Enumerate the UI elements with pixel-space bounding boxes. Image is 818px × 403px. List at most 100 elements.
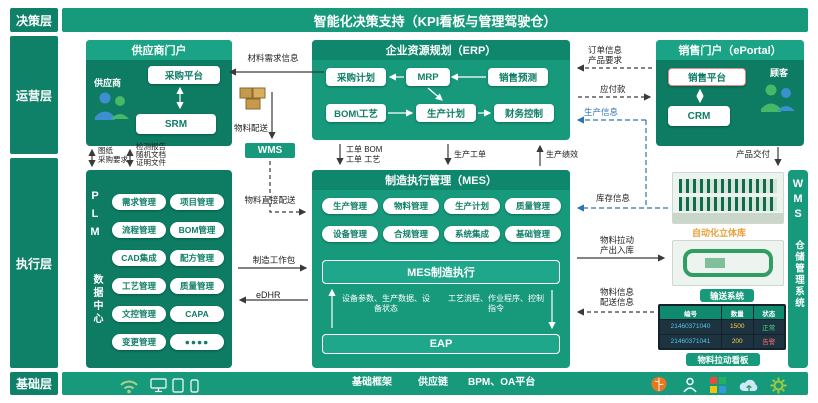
mes-exec-bar: MES制造执行	[322, 260, 560, 284]
foundation-frame: 基础框架	[352, 377, 392, 388]
flow-material-delivery: 物料配送	[234, 123, 269, 133]
plm-item: 流程管理	[112, 222, 166, 238]
supplier-avatars-icon	[92, 90, 132, 125]
layer-decision: 决策层	[10, 8, 58, 32]
mes-module: 系统集成	[444, 226, 500, 242]
erp-sales-forecast: 销售预测	[488, 68, 548, 86]
flow-workorder-craft: 工单 工艺	[346, 155, 381, 164]
mes-module: 生产管理	[322, 198, 378, 214]
erp-bom-process: BOM\工艺	[326, 104, 386, 122]
flow-random-doc: 随机文档	[136, 150, 166, 159]
wms-name: 仓储管理系统	[793, 240, 804, 309]
wms-system-bar: WMS 仓储管理系统	[788, 170, 808, 368]
flow-report: 检测报告	[136, 142, 166, 151]
erp-panel: 企业资源规划（ERP） 采购计划 MRP 销售预测 BOM\工艺 生产计划 财务…	[312, 40, 570, 140]
flow-direct-delivery: 物料直接配送	[244, 195, 296, 205]
flow-drawing: 图纸	[98, 146, 113, 155]
mes-panel: 制造执行管理（MES） 生产管理 物料管理 生产计划 质量管理 设备管理 合规管…	[312, 170, 570, 368]
flow-dist-info: 配送信息	[600, 297, 635, 307]
mes-module: 基础管理	[505, 226, 561, 242]
mes-module: 设备管理	[322, 226, 378, 242]
flow-product-req: 产品要求	[588, 55, 623, 65]
plm-item: 项目管理	[170, 194, 224, 210]
layer-execution: 执行层	[10, 158, 58, 368]
gear-icon	[770, 377, 787, 399]
flow-material-info: 物料信息	[600, 287, 635, 297]
conveyor-image	[672, 240, 784, 286]
erp-finance: 财务控制	[494, 104, 554, 122]
mes-module: 合规管理	[383, 226, 439, 242]
plm-item: 文控管理	[112, 306, 166, 322]
plm-name: 数据中心	[91, 274, 102, 326]
conveyor-label: 输送系统	[700, 289, 754, 302]
flow-inventory: 库存信息	[596, 193, 631, 203]
flow-cert: 证明文件	[136, 158, 166, 167]
plm-item: CAPA	[170, 306, 224, 322]
supplier-portal-title: 供应商门户	[86, 40, 232, 60]
flow-payable: 应付款	[600, 84, 626, 94]
flow-product-delivery: 产品交付	[736, 149, 771, 159]
sales-portal-title: 销售门户（ePortal）	[656, 40, 804, 60]
auto-warehouse-label: 自动化立体库	[692, 228, 747, 238]
devices-icon	[150, 378, 204, 398]
mes-note-left: 设备参数、生产数据、设备状态	[342, 294, 430, 314]
wms-mini-box: WMS	[244, 142, 296, 159]
plm-item: 配方管理	[170, 250, 224, 266]
flow-prod-kpi: 生产绩效	[546, 150, 578, 159]
flow-material-demand: 材料需求信息	[247, 53, 299, 63]
flow-prod-order: 生产工单	[454, 150, 486, 159]
foundation-platform: BPM、OA平台	[468, 377, 536, 388]
foundation-bar	[62, 372, 808, 395]
auto-warehouse-image	[672, 172, 784, 224]
plm-item: 工艺管理	[112, 278, 166, 294]
layer-operation: 运营层	[10, 36, 58, 154]
supplier-portal-panel: 供应商门户 采购平台 供应商 SRM	[86, 40, 232, 146]
plm-item: 需求管理	[112, 194, 166, 210]
flow-production-info: 生产信息	[584, 107, 619, 117]
mes-module: 生产计划	[444, 198, 500, 214]
erp-title: 企业资源规划（ERP）	[312, 40, 570, 60]
cloud-icon	[738, 378, 760, 398]
mes-module: 质量管理	[505, 198, 561, 214]
flow-edhr: eDHR	[256, 290, 281, 300]
wifi-icon	[118, 377, 140, 399]
sales-platform-box: 销售平台	[668, 68, 746, 86]
decision-support-banner: 智能化决策支持（KPI看板与管理驾驶仓）	[62, 8, 808, 32]
plm-letters: PLM	[89, 190, 101, 244]
srm-box: SRM	[136, 114, 216, 134]
mes-note-right: 工艺流程、作业程序、控制指令	[448, 294, 544, 314]
plm-item: 质量管理	[170, 278, 224, 294]
mes-module: 物料管理	[383, 198, 439, 214]
kanban-label: 物料拉动看板	[686, 353, 760, 366]
foundation-supply: 供应链	[418, 377, 448, 388]
sales-portal-panel: 销售门户（ePortal） 销售平台 CRM 顾客	[656, 40, 804, 146]
plm-item-more: ●●●●	[170, 334, 224, 350]
brain-icon	[650, 376, 668, 398]
erp-mrp: MRP	[406, 68, 450, 86]
customer-label: 顾客	[770, 68, 789, 78]
wms-abbr: WMS	[792, 178, 804, 223]
erp-production-plan: 生产计划	[416, 104, 476, 122]
mes-title: 制造执行管理（MES）	[312, 170, 570, 190]
plm-item: CAD集成	[112, 250, 166, 266]
plm-panel: PLM 数据中心 需求管理 项目管理 流程管理 BOM管理 CAD集成 配方管理…	[86, 170, 232, 368]
flow-workorder-bom: 工单 BOM	[346, 145, 383, 154]
erp-purchase-plan: 采购计划	[326, 68, 386, 86]
app-grid-icon	[710, 377, 726, 398]
flow-mfg-package: 制造工作包	[252, 255, 296, 265]
person-icon	[682, 377, 698, 398]
crm-box: CRM	[668, 106, 730, 126]
flow-order-info: 订单信息	[588, 45, 623, 55]
customer-avatars-icon	[758, 82, 798, 117]
plm-item: BOM管理	[170, 222, 224, 238]
purchase-platform-box: 采购平台	[148, 66, 220, 84]
flow-purchase-req: 采购要求	[98, 155, 128, 164]
kanban-header-row: 编号数量状态	[660, 306, 784, 320]
layer-foundation: 基础层	[10, 372, 58, 395]
eap-bar: EAP	[322, 334, 560, 354]
plm-item: 变更管理	[112, 334, 166, 350]
